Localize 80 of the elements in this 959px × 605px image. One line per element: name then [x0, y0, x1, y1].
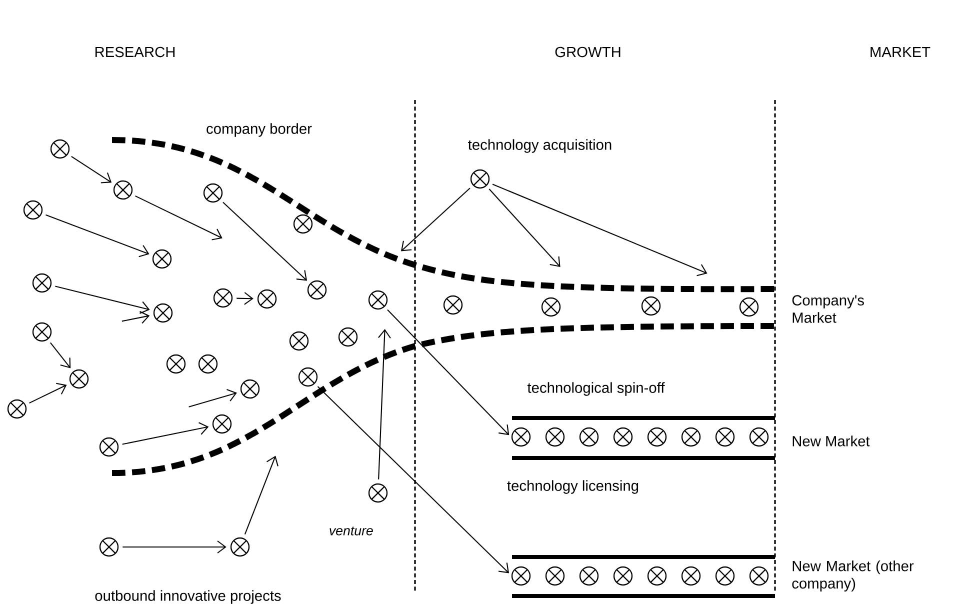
arrow: [378, 329, 391, 480]
label: outbound innovative projects: [95, 590, 281, 604]
label: company border: [206, 123, 312, 137]
arrow: [317, 386, 510, 574]
crossed-circle: [613, 427, 633, 447]
crossed-circle: [739, 297, 759, 317]
crossed-circle: [152, 249, 172, 269]
crossed-circle: [166, 354, 186, 374]
label: technology licensing: [507, 480, 638, 494]
crossed-circle: [613, 566, 633, 586]
crossed-circle: [647, 566, 667, 586]
crossed-circle: [470, 169, 490, 189]
crossed-circle: [240, 379, 260, 399]
crossed-circle: [69, 369, 89, 389]
crossed-circle: [7, 399, 27, 419]
crossed-circle: [641, 296, 661, 316]
crossed-circle: [338, 327, 358, 347]
crossed-circle: [212, 414, 232, 434]
crossed-circle: [298, 367, 318, 387]
arrow: [50, 342, 71, 368]
arrow: [71, 156, 112, 184]
market-band: [512, 416, 775, 460]
crossed-circle: [715, 566, 735, 586]
arrow: [46, 214, 150, 258]
label: MARKET: [870, 46, 930, 58]
arrow: [135, 195, 222, 240]
node-label: technology acquisition: [468, 139, 612, 153]
crossed-circle: [113, 180, 133, 200]
crossed-circle: [99, 537, 119, 557]
node-label: New Market (other company): [792, 560, 914, 592]
node-label: venture: [330, 526, 373, 536]
arrow: [122, 540, 226, 554]
arrow: [400, 188, 470, 252]
crossed-circle: [579, 427, 599, 447]
crossed-circle: [50, 139, 70, 159]
label: GROWTH: [555, 46, 620, 58]
crossed-circle: [545, 427, 565, 447]
crossed-circle: [289, 331, 309, 351]
crossed-circle: [511, 566, 531, 586]
label: technological spin-off: [527, 382, 665, 396]
arrow: [188, 389, 237, 408]
crossed-circle: [213, 288, 233, 308]
crossed-circle: [443, 295, 463, 315]
crossed-circle: [579, 566, 599, 586]
arrow: [122, 311, 150, 324]
arrow: [55, 286, 150, 314]
crossed-circle: [368, 290, 388, 310]
crossed-circle: [545, 566, 565, 586]
arrow: [29, 382, 67, 404]
arrow: [488, 188, 560, 268]
crossed-circle: [153, 303, 173, 323]
crossed-circle: [99, 437, 119, 457]
crossed-circle: [198, 354, 218, 374]
arrow: [222, 202, 308, 281]
crossed-circle: [368, 483, 388, 503]
arrow: [236, 292, 254, 305]
crossed-circle: [511, 427, 531, 447]
crossed-circle: [203, 183, 223, 203]
crossed-circle: [749, 427, 769, 447]
market-band: [512, 555, 775, 598]
arrow: [492, 184, 708, 276]
arrow: [387, 309, 510, 436]
crossed-circle: [541, 297, 561, 317]
node-label: New Market: [792, 436, 870, 446]
crossed-circle: [23, 200, 43, 220]
crossed-circle: [32, 322, 52, 342]
arrow: [122, 422, 209, 445]
crossed-circle: [230, 537, 250, 557]
crossed-circle: [293, 214, 313, 234]
crossed-circle: [257, 289, 277, 309]
crossed-circle: [32, 273, 52, 293]
crossed-circle: [307, 280, 327, 300]
arrow: [244, 456, 278, 535]
crossed-circle: [715, 427, 735, 447]
label: RESEARCH: [95, 46, 175, 58]
crossed-circle: [749, 566, 769, 586]
crossed-circle: [647, 427, 667, 447]
crossed-circle: [681, 427, 701, 447]
crossed-circle: [681, 566, 701, 586]
label: Company's Market: [792, 295, 864, 323]
